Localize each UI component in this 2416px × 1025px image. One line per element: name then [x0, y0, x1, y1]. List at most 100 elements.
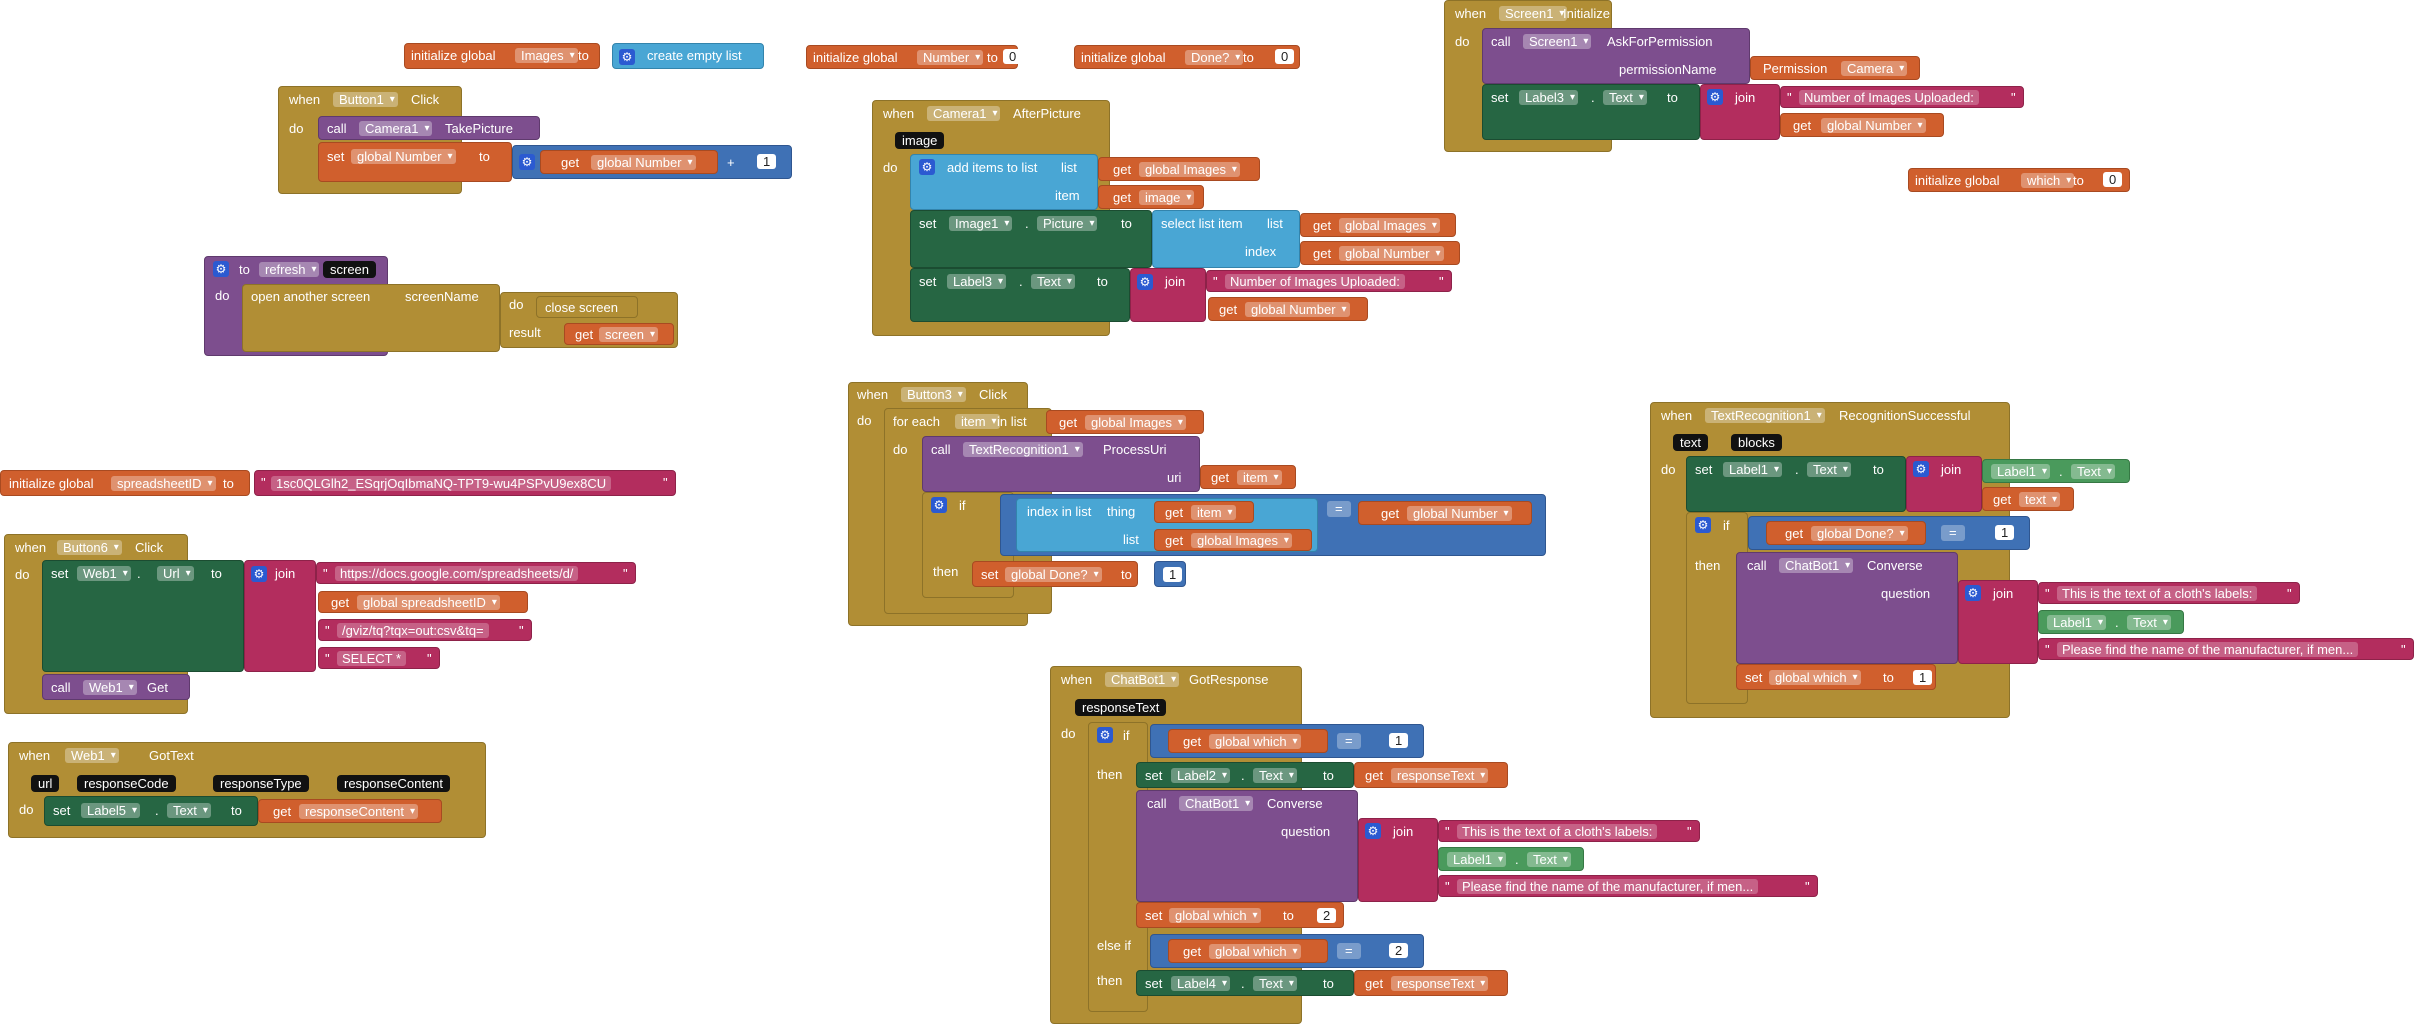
- open-another-screen-block[interactable]: open another screen screenName: [242, 284, 500, 352]
- get-variable-dropdown[interactable]: screen: [599, 327, 659, 342]
- get-global-which-block[interactable]: get global which: [1168, 729, 1328, 753]
- variable-name-done[interactable]: Done?: [1185, 50, 1244, 65]
- cloth-labels-text[interactable]: This is the text of a cloth's labels:: [1457, 824, 1658, 839]
- param-blocks[interactable]: blocks: [1731, 434, 1782, 451]
- component-label3[interactable]: Label3: [1519, 90, 1579, 105]
- component-label1[interactable]: Label1: [1447, 852, 1507, 867]
- get-variable-dropdown[interactable]: responseContent: [299, 804, 419, 819]
- get-image-block[interactable]: get image: [1098, 185, 1204, 209]
- gear-icon[interactable]: ⚙: [1097, 727, 1113, 743]
- component-label1[interactable]: Label1: [1991, 464, 2051, 479]
- get-global-which-block[interactable]: get global which: [1168, 939, 1328, 963]
- component-web1[interactable]: Web1: [77, 566, 131, 581]
- images-uploaded-text[interactable]: Number of Images Uploaded:: [1225, 274, 1405, 289]
- close-screen-block[interactable]: close screen: [536, 296, 638, 318]
- set-global-which-block[interactable]: set global which to 1: [1736, 664, 1936, 690]
- component-chatbot1[interactable]: ChatBot1: [1179, 796, 1254, 811]
- set-label2-text-block[interactable]: set Label2 . Text to: [1136, 762, 1354, 788]
- set-web1-url-block[interactable]: set Web1 . Url to: [42, 560, 244, 672]
- get-global-spreadsheet-block[interactable]: get global spreadsheetID: [318, 591, 528, 613]
- add-items-to-list-block[interactable]: ⚙ add items to list list item: [910, 154, 1098, 210]
- spreadsheet-id-string-block[interactable]: " 1sc0QLGlh2_ESqrjOqIbmaNQ-TPT9-wu4PSPvU…: [254, 470, 676, 496]
- join-label3-block[interactable]: ⚙ join: [1700, 84, 1780, 140]
- join-question-block[interactable]: ⚙ join: [1958, 580, 2038, 664]
- get-variable-dropdown[interactable]: item: [1237, 470, 1282, 485]
- component-button1[interactable]: Button1: [333, 92, 398, 107]
- label1-text-getter[interactable]: Label1 . Text: [2038, 610, 2184, 634]
- param-screen[interactable]: screen: [323, 261, 377, 278]
- get-variable-dropdown[interactable]: global Number: [1407, 506, 1512, 521]
- component-label5[interactable]: Label5: [81, 803, 141, 818]
- loop-variable-item[interactable]: item: [955, 414, 1000, 429]
- select-text[interactable]: SELECT *: [337, 651, 407, 666]
- get-global-images-block[interactable]: get global Images: [1098, 157, 1260, 181]
- gear-icon[interactable]: ⚙: [1695, 517, 1711, 533]
- component-textrecognition1[interactable]: TextRecognition1: [963, 442, 1083, 457]
- label1-text-getter[interactable]: Label1 . Text: [1438, 847, 1584, 871]
- create-empty-list-block[interactable]: ⚙ create empty list: [612, 43, 764, 69]
- manufacturer-prompt-text[interactable]: Please find the name of the manufacturer…: [1457, 879, 1759, 894]
- set-label3-text-block[interactable]: set Label3 . Text to: [1482, 84, 1700, 140]
- property-text[interactable]: Text: [2127, 615, 2171, 630]
- param-image[interactable]: image: [895, 132, 945, 149]
- string-gviz[interactable]: " /gviz/tq?tqx=out:csv&tq= ": [318, 619, 532, 641]
- component-chatbot1[interactable]: ChatBot1: [1105, 672, 1180, 687]
- set-variable-dropdown[interactable]: global which: [1769, 670, 1861, 685]
- get-variable-dropdown[interactable]: image: [1139, 190, 1195, 205]
- get-variable-dropdown[interactable]: global spreadsheetID: [357, 595, 500, 610]
- get-variable-dropdown[interactable]: global Done?: [1811, 526, 1908, 541]
- get-variable-dropdown[interactable]: global Number: [1245, 302, 1350, 317]
- call-textrecognition-processuri[interactable]: call TextRecognition1 ProcessUri uri: [922, 436, 1200, 492]
- component-chatbot1[interactable]: ChatBot1: [1779, 558, 1854, 573]
- select-list-item-block[interactable]: select list item list index: [1152, 210, 1300, 268]
- join-label1-block[interactable]: ⚙ join: [1906, 456, 1982, 512]
- string-images-uploaded[interactable]: " Number of Images Uploaded: ": [1780, 86, 2024, 108]
- get-global-number-block[interactable]: get global Number: [1358, 501, 1532, 525]
- component-label3[interactable]: Label3: [947, 274, 1007, 289]
- variable-name-which[interactable]: which: [2021, 173, 2075, 188]
- join-label3-block[interactable]: ⚙ join: [1130, 268, 1206, 322]
- get-global-number-block[interactable]: get global Number: [540, 150, 718, 174]
- get-variable-dropdown[interactable]: global Images: [1139, 162, 1240, 177]
- component-label1[interactable]: Label1: [2047, 615, 2107, 630]
- get-global-number-block[interactable]: get global Number: [1208, 297, 1368, 321]
- get-item-block[interactable]: get item: [1200, 465, 1296, 489]
- cloth-labels-text[interactable]: This is the text of a cloth's labels:: [2057, 586, 2258, 601]
- property-text[interactable]: Text: [2071, 464, 2115, 479]
- init-global-which-block[interactable]: initialize global which to 0: [1908, 168, 2130, 192]
- component-label4[interactable]: Label4: [1171, 976, 1231, 991]
- get-variable-dropdown[interactable]: global which: [1209, 734, 1301, 749]
- get-response-content-block[interactable]: get responseContent: [258, 799, 442, 823]
- component-button6[interactable]: Button6: [57, 540, 122, 555]
- component-web1[interactable]: Web1: [65, 748, 119, 763]
- number-value-field[interactable]: 2: [1317, 908, 1337, 923]
- param-url[interactable]: url: [31, 775, 60, 792]
- variable-name-number[interactable]: Number: [917, 50, 984, 65]
- set-label5-text-block[interactable]: set Label5 . Text to: [44, 796, 258, 826]
- get-text-block[interactable]: get text: [1982, 487, 2074, 511]
- get-variable-dropdown[interactable]: responseText: [1391, 976, 1489, 991]
- gear-icon[interactable]: ⚙: [251, 566, 267, 582]
- param-response-code[interactable]: responseCode: [77, 775, 176, 792]
- string-images-uploaded[interactable]: " Number of Images Uploaded: ": [1206, 270, 1452, 292]
- permission-dropdown[interactable]: Camera: [1841, 61, 1908, 76]
- get-global-images-block[interactable]: get global Images: [1154, 529, 1312, 551]
- string-manufacturer-prompt[interactable]: " Please find the name of the manufactur…: [2038, 638, 2414, 660]
- gear-icon[interactable]: ⚙: [1965, 585, 1981, 601]
- get-variable-dropdown[interactable]: global Images: [1191, 533, 1292, 548]
- property-picture[interactable]: Picture: [1037, 216, 1098, 231]
- property-text[interactable]: Text: [1807, 462, 1851, 477]
- property-text[interactable]: Text: [167, 803, 211, 818]
- get-global-done-block[interactable]: get global Done?: [1766, 521, 1926, 545]
- property-text[interactable]: Text: [1603, 90, 1647, 105]
- permission-camera-block[interactable]: Permission Camera: [1750, 56, 1920, 80]
- property-text[interactable]: Text: [1253, 768, 1297, 783]
- property-text[interactable]: Text: [1253, 976, 1297, 991]
- gear-icon[interactable]: ⚙: [1365, 823, 1381, 839]
- get-variable-dropdown[interactable]: global Images: [1085, 415, 1186, 430]
- set-variable-dropdown[interactable]: global which: [1169, 908, 1261, 923]
- spreadsheet-id-text[interactable]: 1sc0QLGlh2_ESqrjOqIbmaNQ-TPT9-wu4PSPvU9e…: [271, 476, 612, 491]
- gviz-text[interactable]: /gviz/tq?tqx=out:csv&tq=: [337, 623, 489, 638]
- component-label1[interactable]: Label1: [1723, 462, 1783, 477]
- param-response-content[interactable]: responseContent: [337, 775, 451, 792]
